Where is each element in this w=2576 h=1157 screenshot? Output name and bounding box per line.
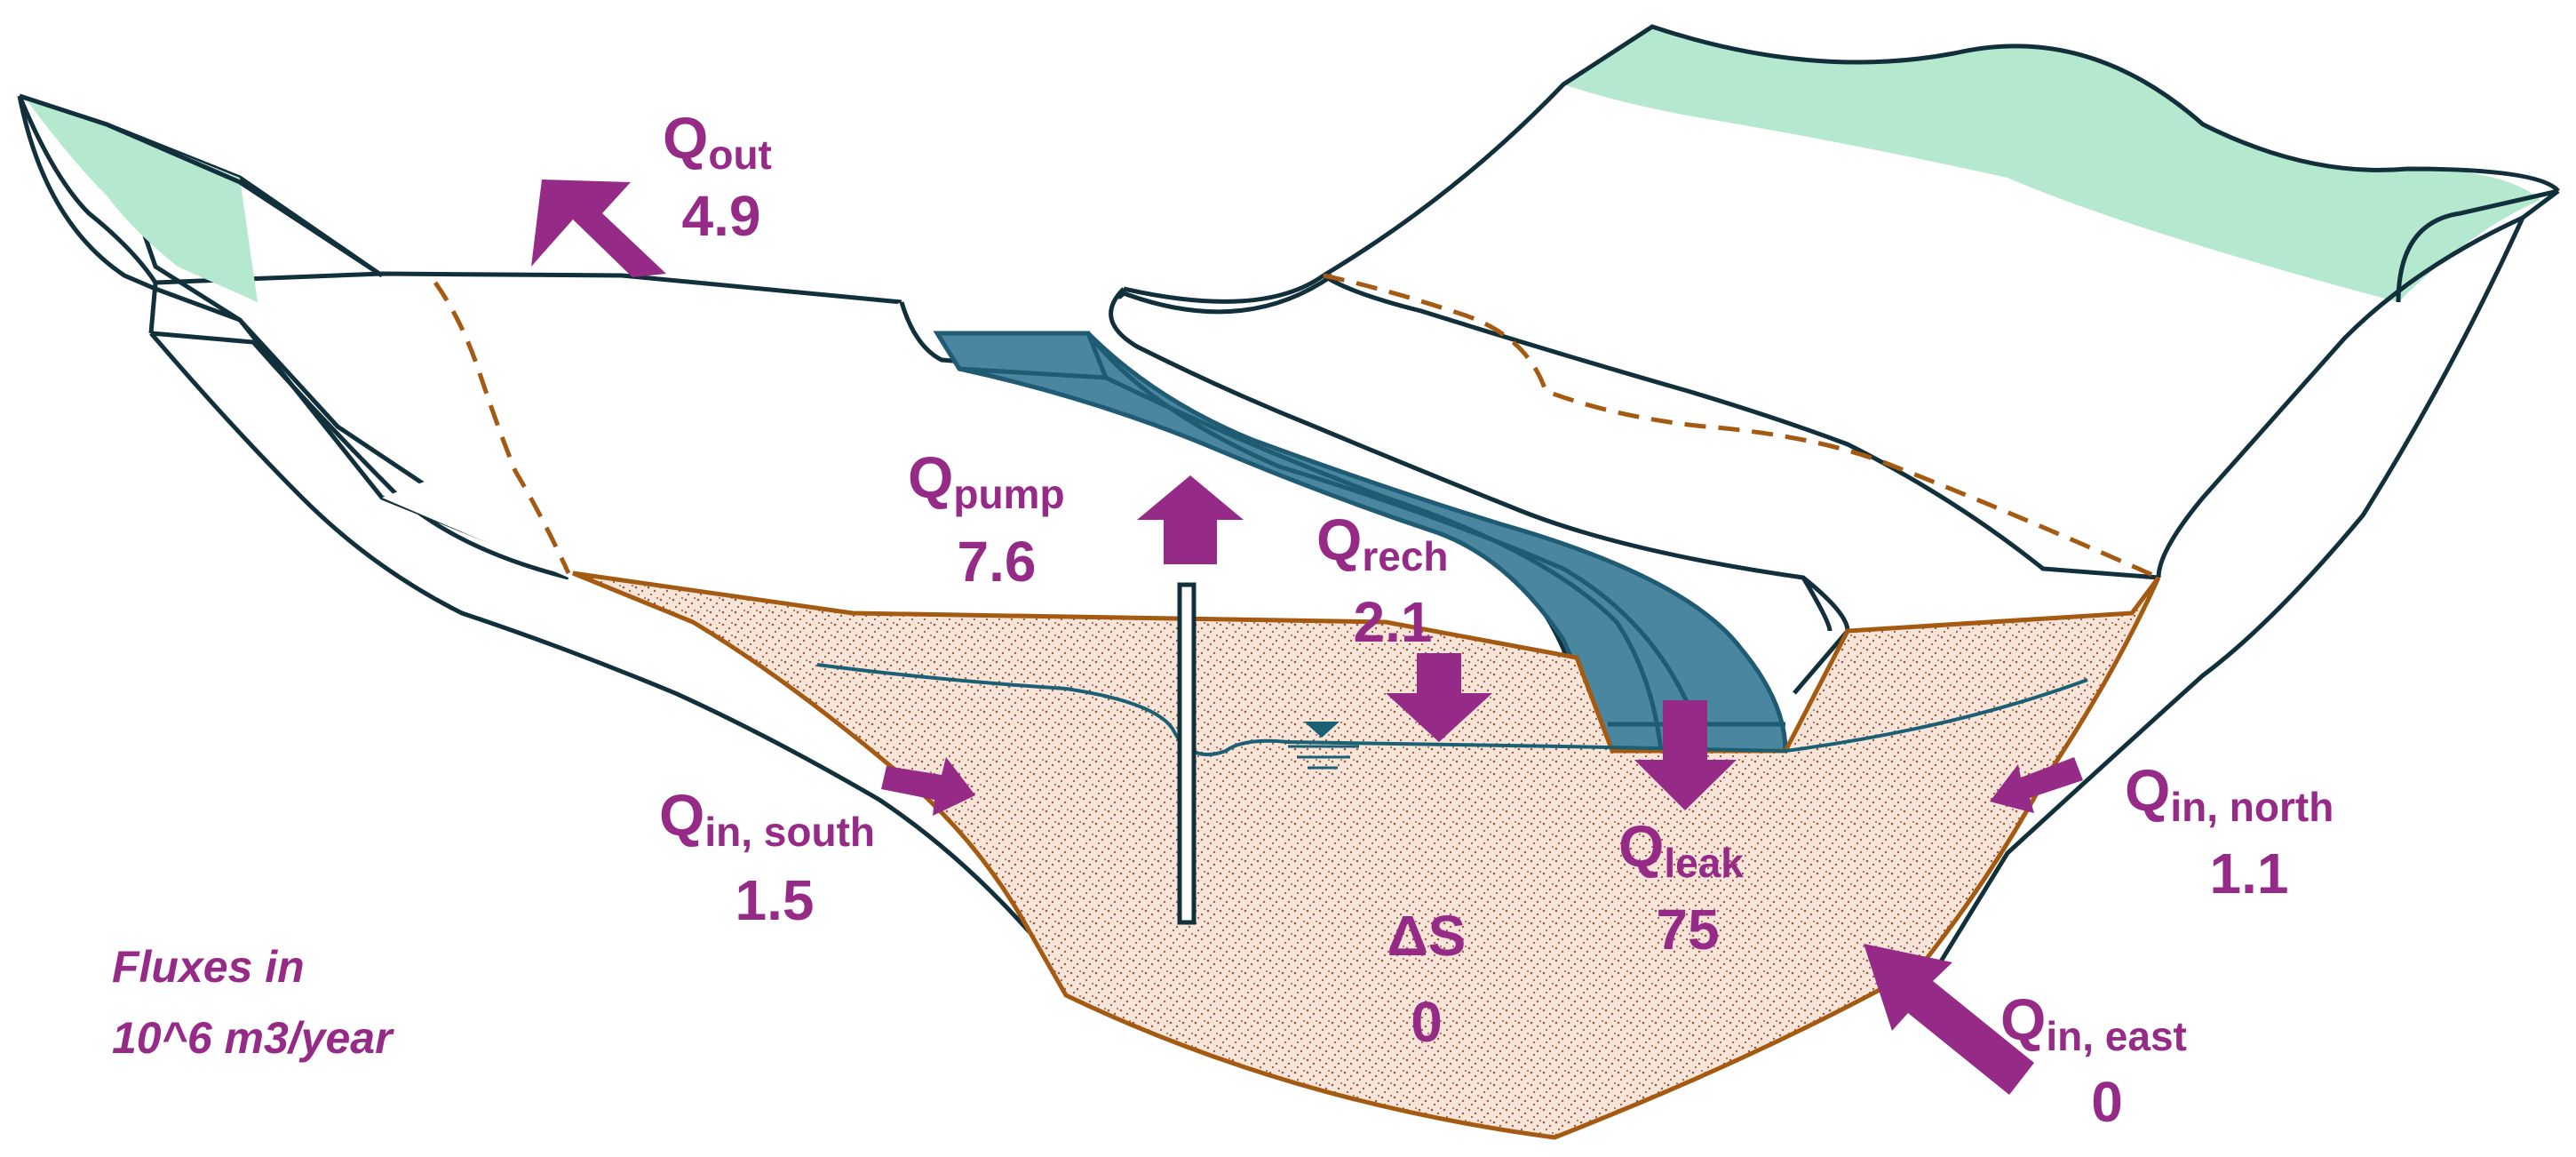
flux-label-in-east: Qin, east 0 xyxy=(2000,986,2187,1134)
arrow-q-out-head xyxy=(531,180,666,277)
units-note-line2: 10^6 m3/year xyxy=(112,1013,394,1063)
units-note-line1: Fluxes in xyxy=(112,942,305,992)
arrow-q-leak xyxy=(1634,700,1737,810)
arrow-q-pump xyxy=(1137,475,1244,564)
flux-label-out: Qout 4.9 xyxy=(663,105,772,248)
flux-value-pump: 7.6 xyxy=(958,530,1037,594)
storage-symbol: ΔS xyxy=(1387,904,1467,968)
flux-value-leak: 75 xyxy=(1656,898,1719,962)
left-top-edge xyxy=(17,95,569,576)
pumping-well xyxy=(1177,582,1197,925)
left-plateau-edge xyxy=(155,271,902,305)
arrow-q-in-south xyxy=(881,757,975,816)
water-table xyxy=(816,663,2088,770)
aquifer-boundary-dashed xyxy=(433,273,2160,580)
flux-value-rech: 2.1 xyxy=(1354,590,1433,654)
flux-label-in-south: Qin, south 1.5 xyxy=(659,782,875,932)
flux-value-in-east: 0 xyxy=(2091,1070,2123,1134)
flux-label-pump: Qpump 7.6 xyxy=(908,444,1065,594)
storage-change-label: ΔS 0 xyxy=(1387,904,1467,1054)
units-note: Fluxes in 10^6 m3/year xyxy=(112,942,394,1063)
flux-label-in-north: Qin, north 1.1 xyxy=(2125,757,2334,906)
svg-text:Qin, east: Qin, east xyxy=(2000,986,2187,1059)
flux-label-leak: Qleak 75 xyxy=(1618,813,1744,962)
right-valley-slope xyxy=(1322,24,2560,970)
right-river-bank xyxy=(1109,287,1833,632)
svg-text:Qpump: Qpump xyxy=(908,444,1065,517)
water-table-triangle-icon xyxy=(1288,722,1359,770)
flux-label-rech: Qrech 2.1 xyxy=(1316,507,1449,654)
arrow-q-rech xyxy=(1386,653,1492,742)
arrow-q-in-east xyxy=(1864,944,2034,1095)
arrow-q-in-north xyxy=(1990,757,2083,813)
svg-text:Qin, south: Qin, south xyxy=(659,782,875,855)
svg-text:Qrech: Qrech xyxy=(1316,507,1449,579)
svg-text:Qin, north: Qin, north xyxy=(2125,757,2334,830)
flux-value-out: 4.9 xyxy=(682,184,761,248)
flux-value-in-south: 1.5 xyxy=(735,868,815,932)
svg-text:Qleak: Qleak xyxy=(1618,813,1744,886)
storage-value: 0 xyxy=(1411,990,1443,1054)
left-vegetation-strip xyxy=(25,98,258,302)
right-vegetation-strip xyxy=(1563,27,2540,302)
svg-text:Qout: Qout xyxy=(663,105,772,178)
flux-value-in-north: 1.1 xyxy=(2210,842,2289,906)
flux-arrows xyxy=(531,180,2083,1095)
aquifer xyxy=(572,571,2161,1140)
